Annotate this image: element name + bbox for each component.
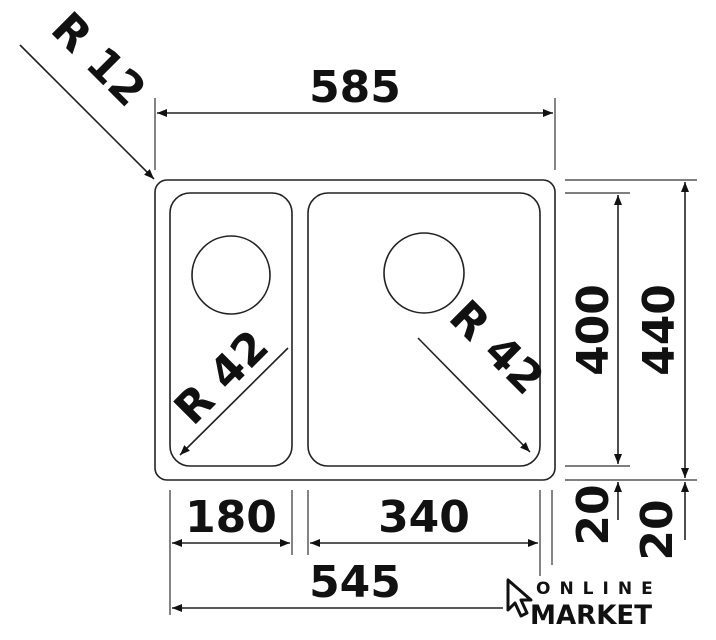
cursor-icon <box>506 578 533 618</box>
leader-r12 <box>19 44 155 180</box>
dim-545: 545 <box>309 557 401 608</box>
left-drain <box>191 235 271 315</box>
dim-r12: R 12 <box>41 3 155 117</box>
dim-180: 180 <box>185 492 277 543</box>
leader-r42-left <box>179 347 289 456</box>
right-bowl <box>307 192 541 467</box>
leader-r42-right <box>417 337 531 453</box>
dim-585: 585 <box>309 62 401 113</box>
logo-background <box>503 576 655 630</box>
dim-20-second: 20 <box>632 499 683 560</box>
logo-line-online: ONLINE <box>536 579 662 599</box>
dim-440: 440 <box>634 284 685 376</box>
logo-line-market: MARKET <box>530 600 653 631</box>
sink-outline <box>154 179 556 481</box>
dim-20: 20 <box>568 484 619 545</box>
dim-400: 400 <box>568 284 619 376</box>
dim-r42-left: R 42 <box>165 321 279 435</box>
left-bowl <box>169 192 293 467</box>
online-market-logo: ONLINE MARKET <box>503 576 662 631</box>
right-drain <box>383 232 465 314</box>
dim-340: 340 <box>378 492 470 543</box>
dim-r42-right: R 42 <box>439 291 553 405</box>
